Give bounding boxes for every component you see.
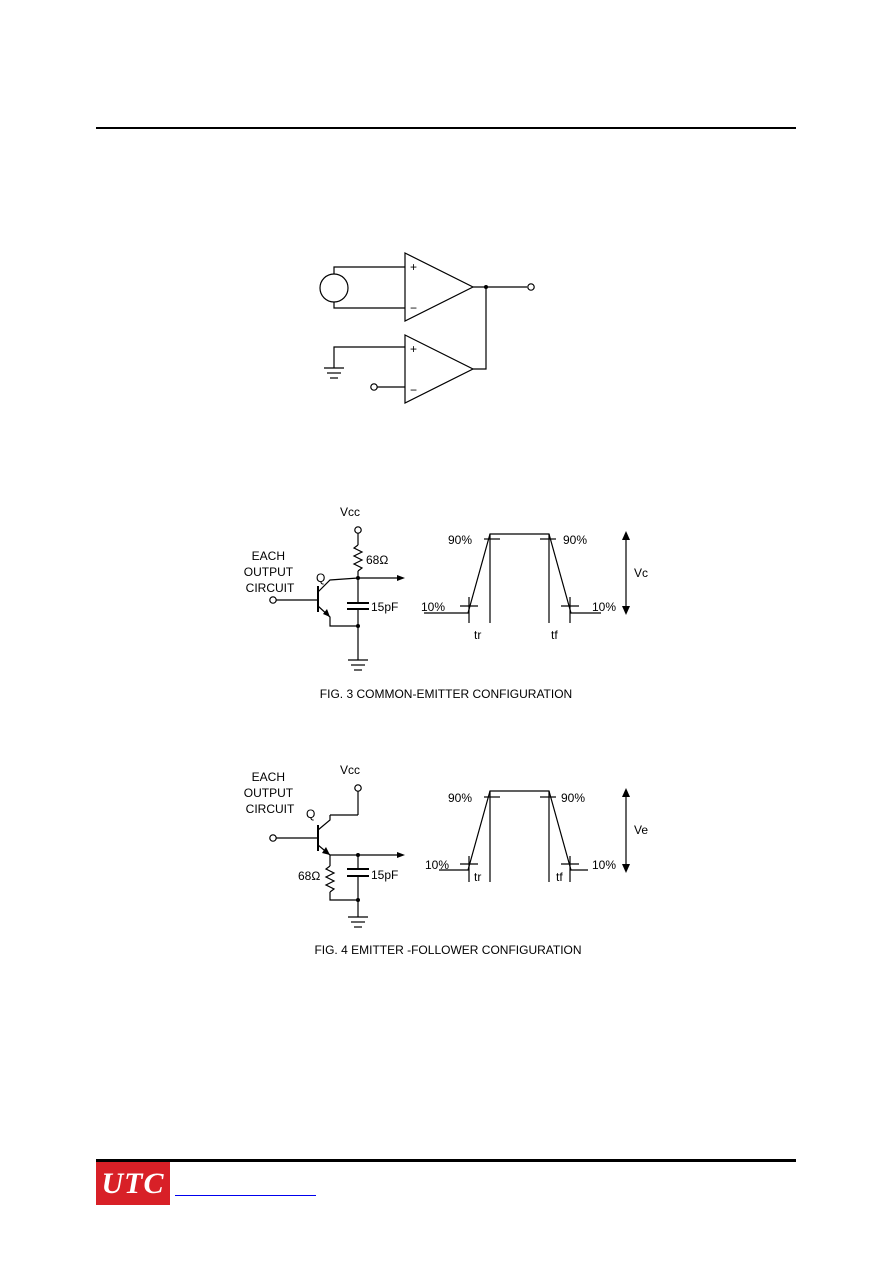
fig3-output-arrow: [397, 575, 405, 581]
fig3-resistor-label: 68Ω: [366, 553, 388, 567]
fig4-pulse-waveform: [439, 790, 588, 871]
comparator-diagram: + − + −: [319, 252, 535, 404]
utc-logo: UTC: [96, 1162, 170, 1205]
fig3-high-level-right: 90%: [563, 533, 587, 547]
fig3-pulse-waveform: [424, 533, 601, 614]
source-to-minus-wire: [333, 302, 405, 309]
fig3-low-level-right: 10%: [592, 600, 616, 614]
fig4-high-level-right: 90%: [561, 791, 585, 805]
fig4-swing-arrow-top: [622, 788, 630, 797]
lower-comparator-symbol: [404, 334, 475, 404]
fig3-capacitor-label: 15pF: [371, 600, 398, 614]
fig4-vcc-terminal: [354, 784, 362, 792]
fig3-swing-arrow-top: [622, 531, 630, 540]
fig4-fall-label: tf: [556, 870, 563, 884]
fig3-circuit-label: EACH OUTPUT CIRCUIT: [244, 549, 296, 595]
fig4-caption: FIG. 4 EMITTER -FOLLOWER CONFIGURATION: [314, 943, 581, 957]
fig4-swing-arrow-bottom: [622, 864, 630, 873]
footer-link[interactable]: [175, 1195, 316, 1196]
upper-plus-sign: +: [410, 260, 417, 274]
figure-3-waveform: 90% 90% 10% 10% tr tf Vc: [421, 531, 648, 642]
upper-minus-sign: −: [410, 301, 417, 315]
fig4-ground-junction: [356, 898, 360, 902]
fig3-transistor-emitter: [317, 605, 358, 627]
fig4-circuit-label-line-3: CIRCUIT: [246, 802, 295, 816]
lower-input-terminal: [370, 383, 378, 391]
fig3-transistor-label: Q: [316, 571, 325, 585]
header-rule: [96, 127, 796, 129]
wired-or-wire: [473, 287, 487, 370]
fig3-transistor-collector: [317, 577, 359, 593]
fig4-transistor-collector: [317, 815, 331, 831]
fig4-output-arrow: [397, 852, 405, 858]
lower-plus-sign: +: [410, 342, 417, 356]
fig4-resistor-symbol: [324, 865, 336, 893]
fig3-circuit-label-line-2: OUTPUT: [244, 565, 294, 579]
fig3-vcc-label: Vcc: [340, 505, 360, 519]
output-terminal: [527, 283, 535, 291]
fig4-circuit-label-line-2: OUTPUT: [244, 786, 294, 800]
fig3-rise-label: tr: [474, 628, 481, 642]
figure-4-circuit: Vcc Q EACH OUTPUT CIRCUIT 68Ω 15pF: [244, 763, 405, 928]
fig3-fall-label: tf: [551, 628, 558, 642]
utc-logo-text: UTC: [101, 1166, 165, 1200]
fig4-capacitor-label: 15pF: [371, 868, 398, 882]
fig4-resistor-label: 68Ω: [298, 869, 320, 883]
fig4-high-level-left: 90%: [448, 791, 472, 805]
fig4-circuit-label-line-1: EACH: [252, 770, 285, 784]
fig3-resistor-symbol: [352, 544, 364, 572]
signal-source-symbol: [319, 273, 349, 303]
fig3-circuit-label-line-3: CIRCUIT: [246, 581, 295, 595]
fig4-ground-symbol: [348, 916, 368, 928]
fig4-circuit-label: EACH OUTPUT CIRCUIT: [244, 770, 296, 816]
lower-minus-sign: −: [410, 383, 417, 397]
fig4-rise-label: tr: [474, 870, 481, 884]
figure-3-circuit: Vcc 68Ω 15pF Q EACH OUTPUT CIRCUIT: [244, 505, 405, 671]
fig4-swing-label: Ve: [634, 823, 648, 837]
fig3-ground-symbol: [348, 659, 368, 671]
fig3-input-terminal: [269, 596, 277, 604]
fig4-transistor-label: Q: [306, 807, 315, 821]
fig3-caption: FIG. 3 COMMON-EMITTER CONFIGURATION: [320, 687, 572, 701]
figure-4-waveform: 90% 90% 10% 10% tr tf Ve: [425, 788, 648, 884]
fig4-resistor-wire-bottom: [329, 892, 358, 901]
fig3-swing-arrow-bottom: [622, 606, 630, 615]
ground-symbol: [324, 367, 344, 379]
fig4-low-level-left: 10%: [425, 858, 449, 872]
fig4-input-terminal: [269, 834, 277, 842]
fig3-swing-label: Vc: [634, 566, 648, 580]
fig3-emitter-arrow: [323, 609, 330, 617]
fig3-high-level-left: 90%: [448, 533, 472, 547]
fig3-vcc-terminal: [354, 526, 362, 534]
fig3-low-level-left: 10%: [421, 600, 445, 614]
footer-rule: [96, 1159, 796, 1162]
fig4-vcc-label: Vcc: [340, 763, 360, 777]
fig3-circuit-label-line-1: EACH: [252, 549, 285, 563]
source-to-plus-wire: [333, 266, 405, 274]
fig4-emitter-arrow: [322, 847, 330, 855]
upper-comparator-symbol: [404, 252, 475, 322]
ground-wire: [333, 346, 405, 368]
fig4-low-level-right: 10%: [592, 858, 616, 872]
